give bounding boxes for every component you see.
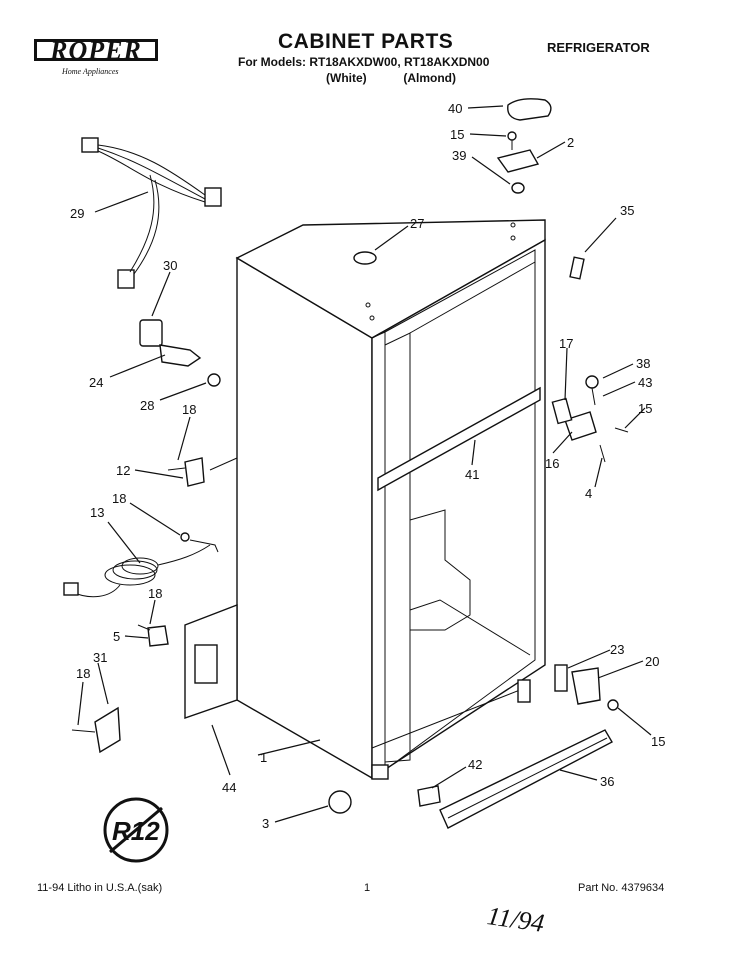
- callout-42: 42: [468, 757, 482, 772]
- color-variants: (White) (Almond): [326, 71, 456, 85]
- callout-44: 44: [222, 780, 236, 795]
- part-23-shim: [554, 664, 568, 692]
- callout-1: 1: [260, 750, 267, 765]
- footer-print-info: 11-94 Litho in U.S.A.(sak): [37, 882, 163, 894]
- callout-43: 43: [638, 375, 652, 390]
- callout-15-bottom: 15: [651, 734, 665, 749]
- brand-name: ROPER: [50, 36, 142, 65]
- callout-40: 40: [448, 101, 462, 116]
- part-3-roller: [328, 790, 352, 814]
- models-line: For Models: RT18AKXDW00, RT18AKXDN00: [238, 55, 490, 69]
- color-almond: (Almond): [403, 71, 456, 85]
- callout-30: 30: [163, 258, 177, 273]
- callout-leaders: [77, 105, 652, 823]
- part-27-plug: [353, 251, 377, 265]
- callout-5: 5: [113, 629, 120, 644]
- r12-refrigerant-seal: R12: [103, 797, 169, 863]
- callout-3: 3: [262, 816, 269, 831]
- page-title: CABINET PARTS: [278, 30, 454, 53]
- callout-2: 2: [567, 135, 574, 150]
- color-white: (White): [326, 71, 367, 85]
- part-2-top-hinge: [496, 149, 540, 173]
- callout-35: 35: [620, 203, 634, 218]
- part-20-bottom-hinge: [571, 667, 601, 705]
- callout-16: 16: [545, 456, 559, 471]
- logo-frame: [34, 39, 158, 61]
- part-16-center-hinge: [564, 411, 597, 441]
- footer-part-number: Part No. 4379634: [578, 882, 665, 894]
- callout-18-d: 18: [76, 666, 90, 681]
- part-5-clip: [147, 625, 169, 647]
- part-12-bracket: [184, 457, 205, 487]
- callout-36: 36: [600, 774, 614, 789]
- cabinet-body: [209, 219, 546, 780]
- callout-24: 24: [89, 375, 103, 390]
- callout-20: 20: [645, 654, 659, 669]
- part-29-wire-harness: [81, 137, 222, 289]
- callout-numbers: 40 15 2 39 29 27 35 30 24 28 17 38 43 15…: [70, 101, 665, 831]
- brand-logo: ROPER Home Appliances: [34, 33, 162, 83]
- part-31-cover: [94, 706, 121, 754]
- callout-15-mid: 15: [638, 401, 652, 416]
- callout-41: 41: [465, 467, 479, 482]
- footer-page-number: 1: [364, 882, 371, 894]
- callout-18-b: 18: [112, 491, 126, 506]
- callout-31: 31: [93, 650, 107, 665]
- part-30-gasket: [139, 319, 163, 347]
- callout-13: 13: [90, 505, 104, 520]
- callout-17: 17: [559, 336, 573, 351]
- callout-18-a: 18: [182, 402, 196, 417]
- callout-15-top: 15: [450, 127, 464, 142]
- callout-39: 39: [452, 148, 466, 163]
- part-28-grommet: [207, 373, 221, 387]
- callout-23: 23: [610, 642, 624, 657]
- part-35-clip: [569, 256, 585, 280]
- callout-4: 4: [585, 486, 592, 501]
- part-38-washer: [585, 375, 599, 389]
- part-39-washer: [511, 182, 525, 194]
- part-17-shim: [551, 397, 573, 425]
- callout-27: 27: [410, 216, 424, 231]
- part-42-bracket: [417, 785, 441, 807]
- part-13-power-cord: [63, 544, 211, 598]
- callout-18-c: 18: [148, 586, 162, 601]
- brand-subtitle: Home Appliances: [62, 67, 119, 76]
- callout-28: 28: [140, 398, 154, 413]
- callout-29: 29: [70, 206, 84, 221]
- part-15-screw-top: [507, 131, 517, 141]
- part-40-cap: [507, 98, 552, 121]
- callout-38: 38: [636, 356, 650, 371]
- appliance-category: REFRIGERATOR: [547, 40, 650, 55]
- part-24-socket: [159, 344, 202, 367]
- callout-12: 12: [116, 463, 130, 478]
